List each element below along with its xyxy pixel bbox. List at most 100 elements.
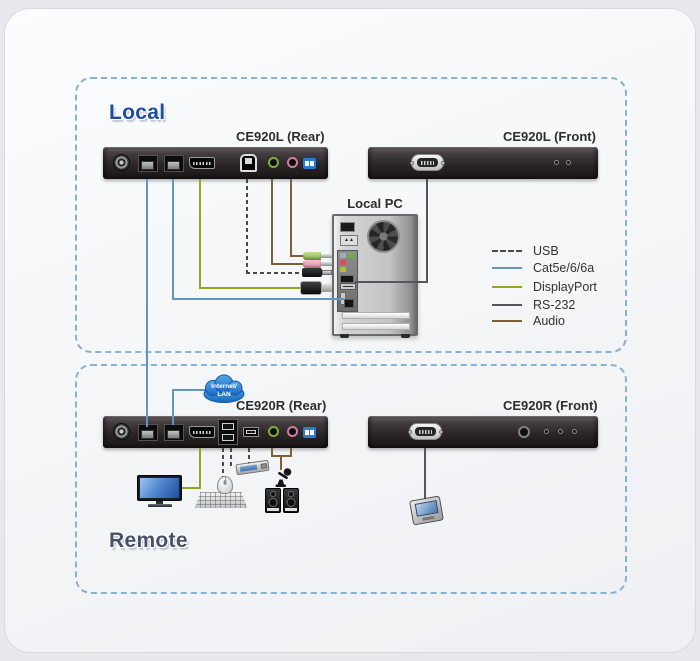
cable-usb-local-v bbox=[246, 179, 248, 274]
audio-jack-green-icon bbox=[268, 157, 279, 168]
usb-type-b-port-icon bbox=[240, 154, 257, 172]
displayport-plug-icon bbox=[300, 281, 332, 295]
rj45-port-icon bbox=[138, 424, 158, 441]
pc-audio-jack-icon bbox=[340, 253, 346, 258]
cable-cat5-internet-h bbox=[172, 389, 206, 391]
cable-cat5-extender-link bbox=[146, 179, 148, 427]
legend-label: DisplayPort bbox=[533, 280, 597, 294]
audio-jack-pink-icon bbox=[287, 426, 298, 437]
touch-device-screen bbox=[414, 500, 439, 517]
cable-displayport-local-v bbox=[199, 179, 201, 289]
cable-cat5-pc-lan-v bbox=[172, 179, 174, 300]
cable-usb-remote-keyboard bbox=[230, 448, 232, 468]
ce920l-front-label: CE920L (Front) bbox=[503, 129, 596, 144]
cable-audio-remote-pink-v bbox=[290, 448, 292, 457]
rj45-port-icon bbox=[164, 155, 184, 172]
monitor-frame bbox=[137, 475, 182, 501]
pc-drive-bay bbox=[342, 323, 410, 330]
pc-drive-bay bbox=[342, 312, 410, 319]
cable-cat5-pc-lan-h bbox=[172, 298, 344, 300]
legend-item-cat5: Cat5e/6/6a bbox=[492, 261, 594, 275]
audio-plug-green-icon bbox=[303, 252, 333, 260]
cooling-fan-icon bbox=[367, 220, 400, 253]
monitor-neck bbox=[156, 501, 163, 504]
mode-button-icon bbox=[518, 426, 530, 438]
local-section-box bbox=[75, 77, 627, 353]
pc-foot bbox=[401, 334, 410, 338]
ce920r-front-device bbox=[368, 416, 598, 448]
pc-audio-jack-icon bbox=[340, 267, 346, 272]
displayport-port-icon bbox=[189, 157, 215, 169]
ce920r-rear-label: CE920R (Rear) bbox=[236, 398, 327, 413]
usb-type-a-port-icon bbox=[243, 427, 259, 437]
monitor-screen bbox=[140, 478, 179, 498]
led-indicator-icon bbox=[544, 429, 549, 434]
screw-icon bbox=[410, 161, 414, 165]
audio-jack-green-icon bbox=[268, 426, 279, 437]
local-section-label: Local bbox=[109, 101, 166, 124]
plug-tip bbox=[321, 262, 332, 266]
cable-audio-pink-local-v bbox=[290, 179, 292, 257]
cable-rs232-remote-v bbox=[424, 448, 426, 500]
usb-type-a-stack-icon bbox=[218, 419, 238, 445]
ce920l-rear-device bbox=[103, 147, 328, 179]
speaker-left bbox=[265, 488, 281, 513]
led-indicator-icon bbox=[572, 429, 577, 434]
speaker-port-strip bbox=[285, 508, 297, 511]
power-jack-icon bbox=[113, 423, 130, 440]
monitor-icon bbox=[137, 475, 182, 507]
cable-rs232-local-h bbox=[355, 281, 428, 283]
legend-label: USB bbox=[533, 244, 559, 258]
microphone-icon bbox=[269, 467, 295, 494]
cable-displayport-remote-v bbox=[199, 448, 201, 489]
plug-body bbox=[300, 281, 322, 295]
plug-body bbox=[302, 268, 322, 277]
led-indicator-icon bbox=[558, 429, 563, 434]
legend-item-displayport: DisplayPort bbox=[492, 280, 597, 294]
ce920l-rear-label: CE920L (Rear) bbox=[236, 129, 325, 144]
legend-swatch-audio bbox=[492, 320, 522, 322]
plug-tip bbox=[322, 284, 332, 292]
cable-displayport-remote-h bbox=[182, 487, 201, 489]
pc-audio-jack-icon bbox=[348, 253, 354, 258]
cable-displayport-local-h bbox=[199, 287, 302, 289]
screw-icon bbox=[408, 430, 412, 434]
legend-swatch-rs232 bbox=[492, 304, 522, 306]
ce920l-front-device bbox=[368, 147, 598, 179]
cloud-label-line2: LAN bbox=[217, 391, 231, 398]
legend-swatch-cat5 bbox=[492, 267, 522, 269]
cable-cat5-internet-v bbox=[172, 389, 174, 425]
displayport-port-icon bbox=[189, 426, 215, 438]
unit-badge-icon bbox=[303, 427, 316, 438]
pc-lan-port-icon bbox=[344, 299, 354, 308]
pc-audio-jack-icon bbox=[340, 260, 346, 265]
pc-power-inlet-icon bbox=[340, 222, 355, 232]
db9-serial-port-icon bbox=[408, 423, 443, 440]
led-indicator-icon bbox=[554, 160, 559, 165]
cable-usb-local-h bbox=[246, 272, 304, 274]
speaker-right bbox=[283, 488, 299, 513]
led-indicator-icon bbox=[566, 160, 571, 165]
plug-body bbox=[303, 252, 321, 260]
cloud-label-line1: Internet/ bbox=[211, 383, 237, 390]
legend-label: Audio bbox=[533, 314, 565, 328]
plug-tip bbox=[322, 270, 332, 275]
legend-item-audio: Audio bbox=[492, 314, 565, 328]
cable-audio-remote-green-v bbox=[271, 448, 273, 457]
legend-swatch-displayport bbox=[492, 286, 522, 288]
pc-foot bbox=[340, 334, 349, 338]
local-pc-label: Local PC bbox=[347, 196, 403, 211]
serial-touch-device-icon bbox=[409, 495, 444, 526]
ce920r-front-label: CE920R (Front) bbox=[503, 398, 598, 413]
speaker-port-strip bbox=[267, 508, 279, 511]
rj45-port-icon bbox=[164, 424, 184, 441]
plug-body bbox=[303, 260, 321, 268]
pc-serial-port-icon bbox=[340, 283, 356, 290]
unit-badge-icon bbox=[303, 158, 316, 169]
legend-item-rs232: RS-232 bbox=[492, 298, 575, 312]
pc-tower-icon: ▲▲ bbox=[332, 214, 418, 338]
mouse-icon bbox=[217, 476, 233, 494]
legend-label: RS-232 bbox=[533, 298, 576, 312]
cable-usb-remote-peripheral bbox=[248, 448, 250, 464]
screw-icon bbox=[441, 161, 445, 165]
